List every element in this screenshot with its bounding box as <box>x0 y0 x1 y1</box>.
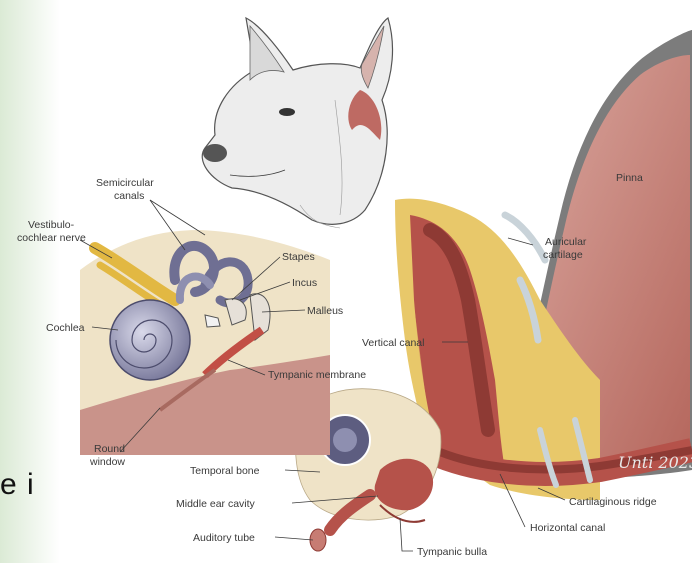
dog-eye <box>279 108 295 116</box>
label-cochlea: Cochlea <box>46 322 85 334</box>
label-semicircular-1: Semicircular <box>96 177 154 189</box>
label-auricular-1: Auricular <box>545 236 587 248</box>
label-middle-ear-cavity: Middle ear cavity <box>176 498 256 510</box>
artist-signature: Unti 2023 <box>618 453 692 472</box>
inner-ear-inset <box>80 230 330 455</box>
label-auditory-tube: Auditory tube <box>193 532 255 544</box>
label-vestibulo-2: cochlear nerve <box>17 232 86 244</box>
label-incus: Incus <box>292 277 317 289</box>
dog-nose <box>203 144 227 162</box>
label-horizontal-canal: Horizontal canal <box>530 522 605 534</box>
label-round-window-2: window <box>89 456 125 468</box>
label-malleus: Malleus <box>307 305 343 317</box>
label-round-window-1: Round <box>94 443 125 455</box>
label-cartilaginous-ridge: Cartilaginous ridge <box>569 496 657 508</box>
label-tympanic-bulla: Tympanic bulla <box>417 546 487 558</box>
label-pinna: Pinna <box>616 172 643 184</box>
label-tympanic-membrane: Tympanic membrane <box>268 369 366 381</box>
label-stapes: Stapes <box>282 251 315 263</box>
label-vertical-canal: Vertical canal <box>362 337 424 349</box>
dog-head-illustration <box>202 18 392 228</box>
cropped-edge-text: e i <box>0 468 35 502</box>
label-semicircular-2: canals <box>114 190 144 202</box>
label-vestibulo-1: Vestibulo- <box>28 219 75 231</box>
label-temporal-bone: Temporal bone <box>190 465 260 477</box>
label-auricular-2: cartilage <box>543 249 583 261</box>
